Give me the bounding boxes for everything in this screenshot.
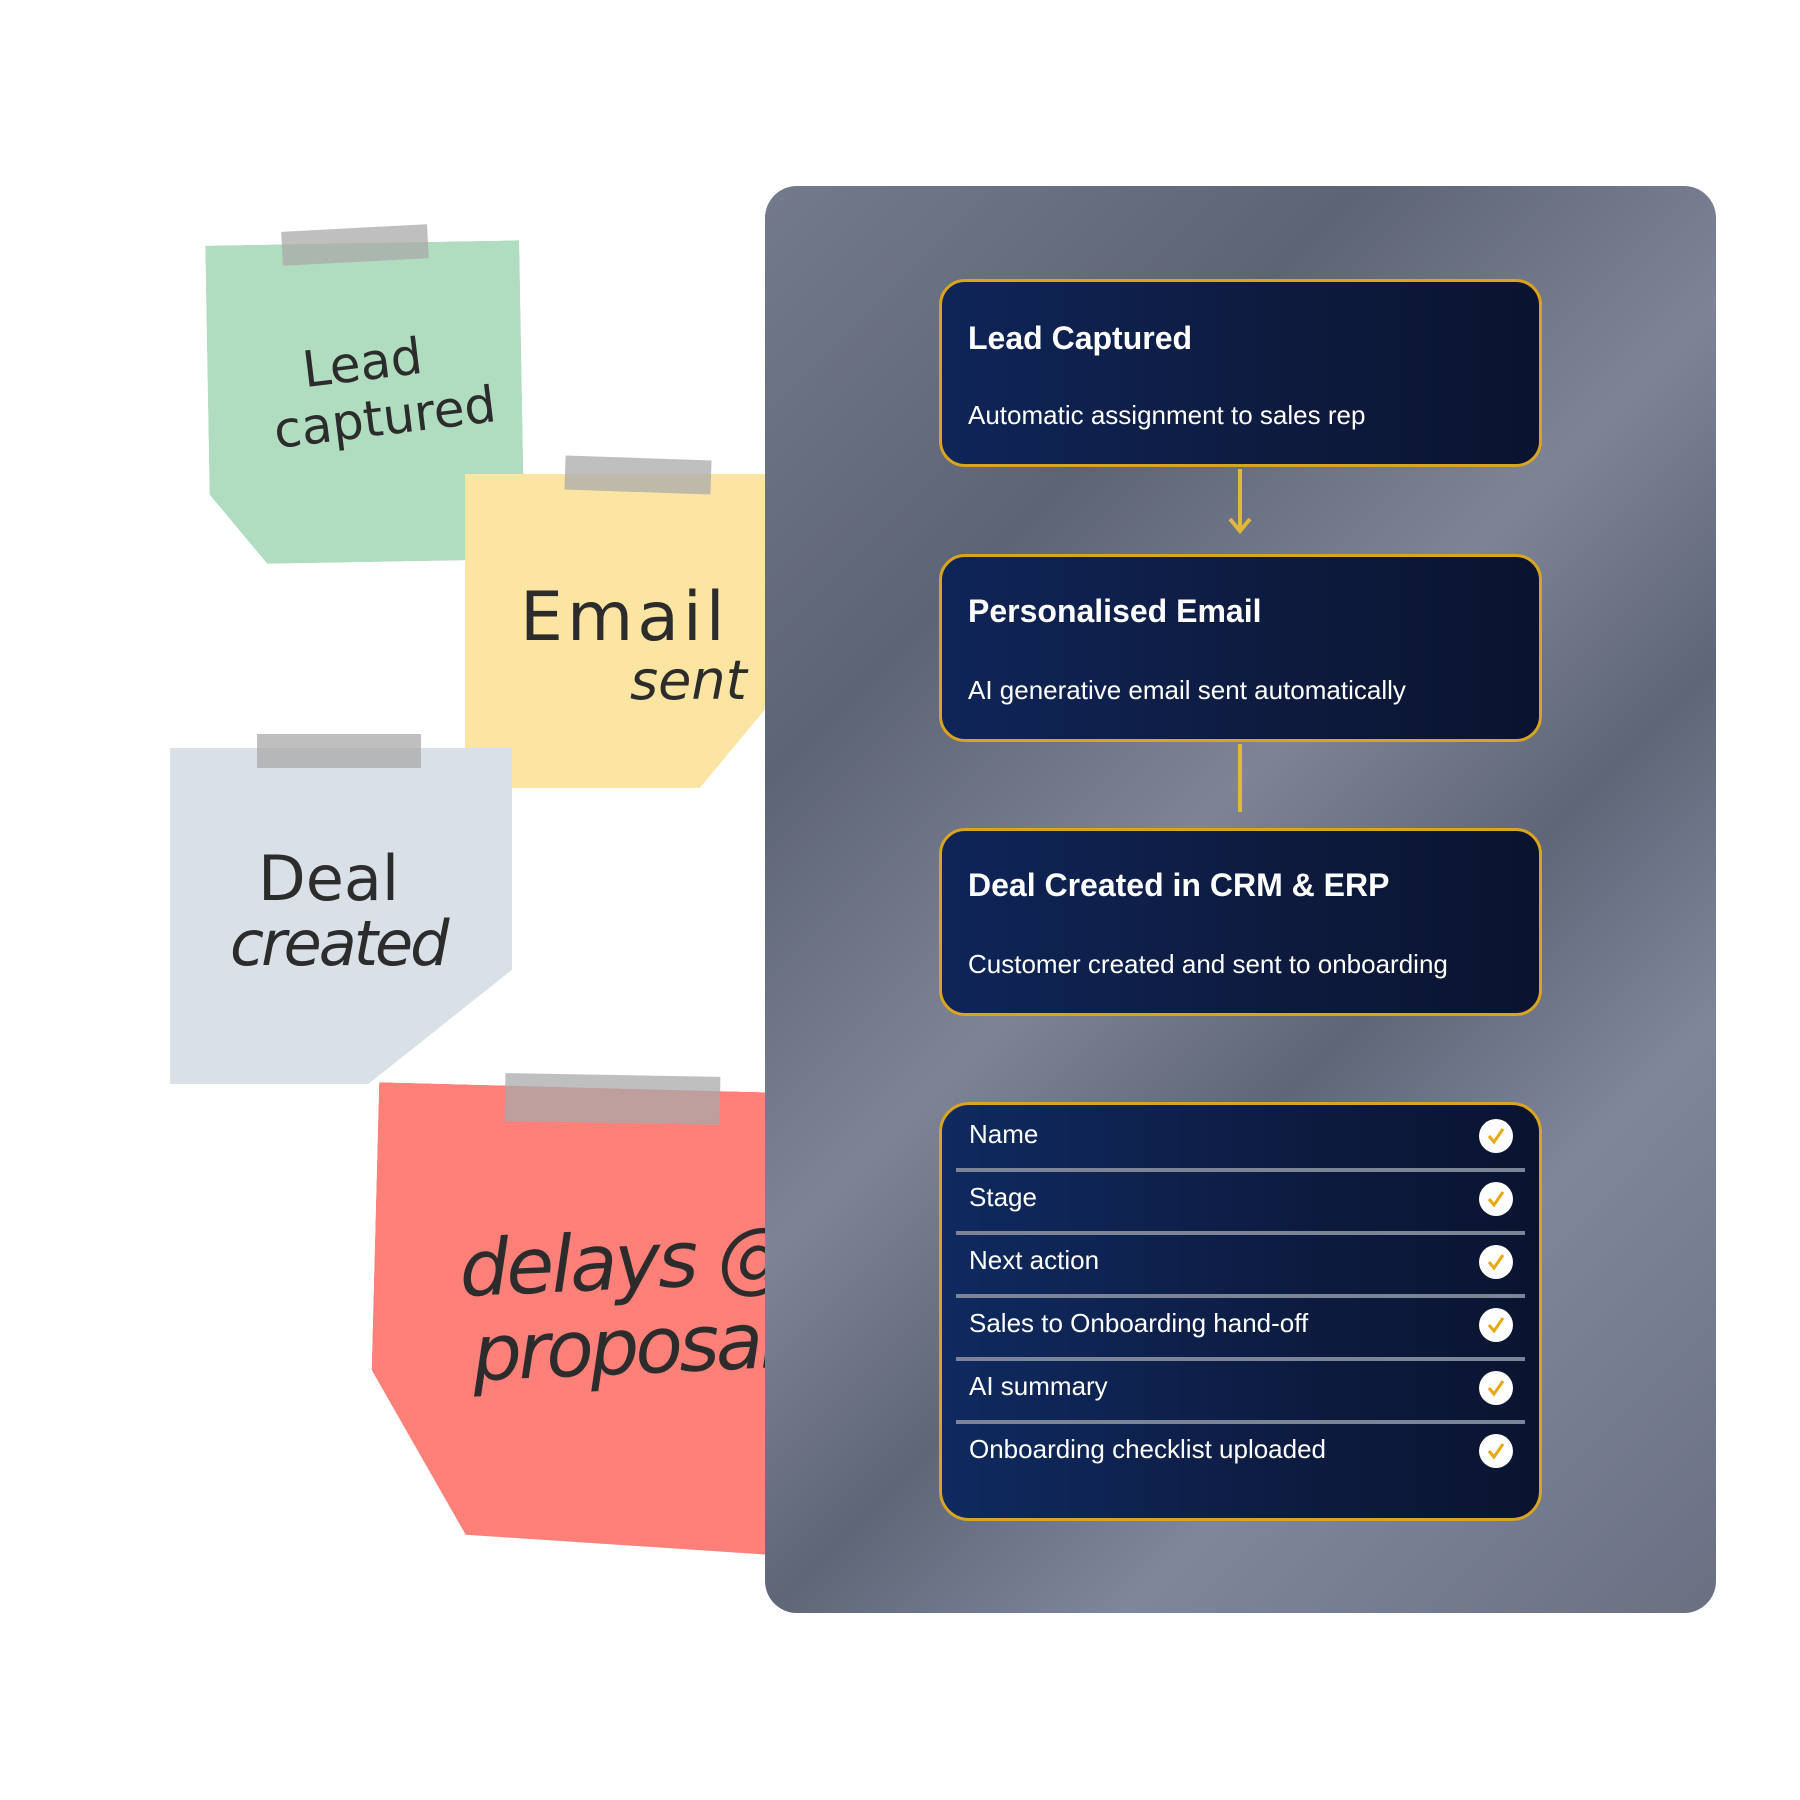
checklist-item: Stage <box>956 1168 1525 1235</box>
checklist-item: Sales to Onboarding hand-off <box>956 1294 1525 1361</box>
flow-step-lead-captured: Lead Captured Automatic assignment to sa… <box>939 279 1542 467</box>
checklist-label: Stage <box>969 1182 1037 1212</box>
check-circle-icon <box>1479 1308 1513 1342</box>
arrow-down-icon <box>1238 744 1242 812</box>
checklist-item: AI summary <box>956 1357 1525 1424</box>
checklist-item: Name <box>956 1105 1525 1172</box>
note-text: proposal <box>470 1296 779 1400</box>
checklist-card: Name Stage Next action Sales to Onboardi… <box>939 1102 1542 1521</box>
step-subtitle: Automatic assignment to sales rep <box>968 400 1366 430</box>
note-text: Email <box>520 578 729 657</box>
sticky-note-email-sent: Email sent <box>465 474 778 788</box>
checklist-label: Next action <box>969 1245 1100 1275</box>
check-circle-icon <box>1479 1119 1513 1153</box>
tape <box>564 455 712 495</box>
step-title: Personalised Email <box>968 593 1262 629</box>
note-text: created <box>230 907 450 980</box>
check-circle-icon <box>1479 1182 1513 1216</box>
sticky-note-deal-created: Deal created <box>170 748 512 1084</box>
step-title: Lead Captured <box>968 320 1193 356</box>
step-subtitle: AI generative email sent automatically <box>968 675 1406 705</box>
check-circle-icon <box>1479 1245 1513 1279</box>
sticky-note-delays-at-proposal: delays @ proposal <box>367 1082 826 1558</box>
checklist-label: Onboarding checklist uploaded <box>969 1434 1327 1464</box>
checklist-label: AI summary <box>969 1371 1108 1401</box>
check-circle-icon <box>1479 1434 1513 1468</box>
checklist-item: Onboarding checklist uploaded <box>956 1420 1525 1483</box>
note-text: sent <box>630 649 747 712</box>
step-subtitle: Customer created and sent to onboarding <box>968 949 1448 979</box>
check-circle-icon <box>1479 1371 1513 1405</box>
flow-step-personalised-email: Personalised Email AI generative email s… <box>939 554 1542 742</box>
note-text: delays @ <box>457 1210 794 1315</box>
checklist-label: Name <box>969 1119 1039 1149</box>
step-title: Deal Created in CRM & ERP <box>968 867 1390 903</box>
checklist-label: Sales to Onboarding hand-off <box>969 1308 1309 1338</box>
checklist-item: Next action <box>956 1231 1525 1298</box>
tape <box>504 1073 721 1125</box>
note-text: Deal <box>258 842 400 915</box>
tape <box>257 734 421 768</box>
arrow-down-icon <box>1228 469 1252 535</box>
flow-step-deal-created: Deal Created in CRM & ERP Customer creat… <box>939 828 1542 1016</box>
